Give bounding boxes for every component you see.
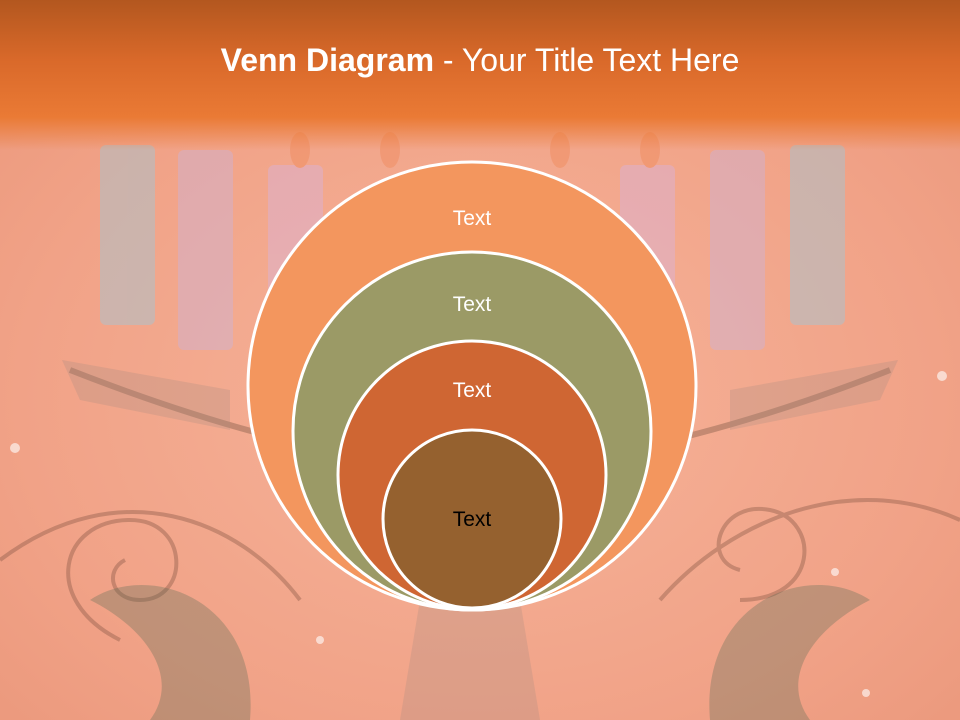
title-rest: - Your Title Text Here — [434, 42, 740, 78]
title-bold: Venn Diagram — [220, 42, 435, 78]
circle-third-label: Text — [453, 379, 492, 402]
circle-inner-label: Text — [453, 508, 492, 531]
circle-second-label: Text — [453, 293, 492, 316]
circle-outer-label: Text — [453, 207, 492, 230]
slide-title: Venn Diagram - Your Title Text Here — [0, 42, 960, 79]
title-band — [0, 0, 960, 150]
circle-inner — [381, 428, 563, 610]
